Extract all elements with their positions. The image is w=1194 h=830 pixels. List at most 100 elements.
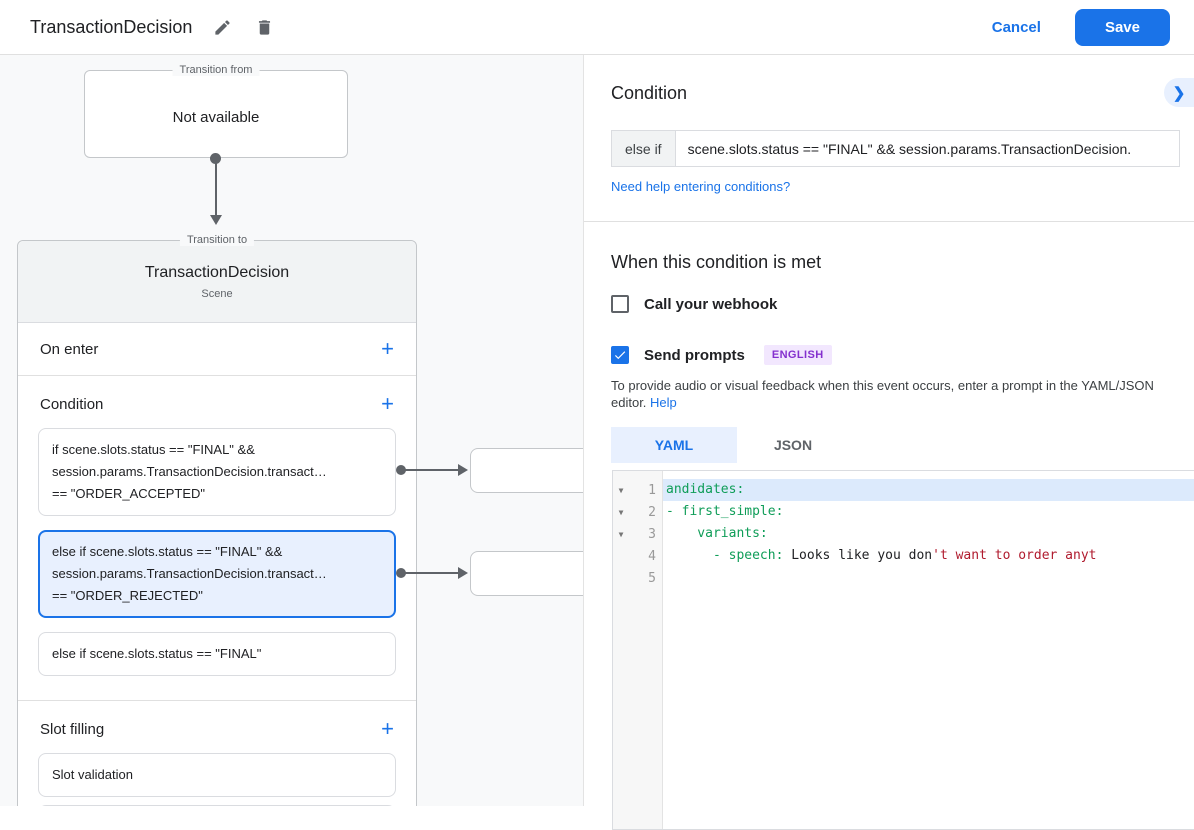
code-token: 't want to order anyt [932, 548, 1097, 563]
code-line[interactable] [663, 567, 1194, 589]
code-line[interactable]: variants: [663, 523, 1194, 545]
fold-arrow-icon[interactable]: ▼ [618, 529, 624, 539]
code-token: - first_simple: [666, 504, 784, 519]
page-title: TransactionDecision [30, 16, 193, 37]
code-token: andidates: [666, 482, 745, 497]
tab-yaml[interactable]: YAML [611, 427, 737, 463]
code-line[interactable]: - speech: Looks like you don't want to o… [663, 545, 1194, 567]
condition-card[interactable]: else if scene.slots.status == "FINAL" [38, 632, 396, 676]
feedback-help-link[interactable]: Help [650, 395, 677, 410]
transition-from-legend: Transition from [172, 64, 260, 76]
condition1-connector-arrowhead [458, 464, 468, 476]
webhook-row: Call your webhook [611, 295, 777, 313]
chevron-right-icon: ❯ [1172, 84, 1186, 102]
condition1-connector-line [404, 469, 461, 471]
editor-tabs: YAML JSON [611, 427, 849, 463]
save-button[interactable]: Save [1074, 8, 1170, 46]
transition-from-value: Not available [172, 109, 260, 126]
line-number: 3 [648, 526, 656, 542]
slot-filling-section: Slot filling + Slot validation [18, 701, 416, 806]
condition-line: if scene.slots.status == "FINAL" && [52, 442, 255, 457]
transition-from-box[interactable]: Transition from Not available [84, 64, 348, 158]
webhook-checkbox[interactable] [611, 295, 629, 313]
condition-detail-panel: Condition ❯ else if Need help entering c… [583, 55, 1194, 830]
top-bar: TransactionDecision Cancel Save [0, 0, 1194, 55]
condition-section-header: Condition + [18, 376, 416, 428]
on-enter-row[interactable]: On enter + [18, 323, 416, 376]
slot-filling-header: Slot filling + [18, 701, 416, 753]
condition-line: else if scene.slots.status == "FINAL" && [52, 544, 283, 559]
condition-section: Condition + if scene.slots.status == "FI… [18, 376, 416, 701]
condition-card[interactable]: else if scene.slots.status == "FINAL" &&… [38, 530, 396, 618]
line-number: 1 [648, 482, 656, 498]
scene-canvas: Transition from Not available Transition… [0, 55, 583, 806]
language-badge: ENGLISH [763, 345, 832, 365]
flow-connector-arrowhead [209, 215, 222, 225]
code-token: Looks like you don [783, 548, 933, 563]
add-slot-icon[interactable]: + [381, 716, 394, 741]
gutter-line: 5 [613, 567, 662, 589]
slot-card-list: Slot validation [18, 753, 416, 797]
cancel-button[interactable]: Cancel [991, 18, 1041, 36]
condition-input-group: else if [611, 130, 1180, 167]
slot-filling-label: Slot filling [40, 720, 105, 738]
condition2-connector-arrowhead [458, 567, 468, 579]
send-prompts-row: Send prompts ENGLISH [611, 345, 832, 365]
scene-card: Transition to TransactionDecision Scene … [17, 234, 417, 806]
condition-section-label: Condition [40, 395, 104, 413]
when-condition-title: When this condition is met [611, 252, 822, 272]
code-line[interactable]: andidates: [663, 479, 1194, 501]
transition-to-legend: Transition to [179, 234, 255, 246]
gutter-line: ▼2 [613, 501, 662, 523]
scene-type: Scene [201, 287, 233, 300]
delete-icon[interactable] [252, 15, 276, 39]
add-condition-icon[interactable]: + [381, 391, 394, 416]
feedback-text: To provide audio or visual feedback when… [611, 377, 1171, 411]
feedback-text-body: To provide audio or visual feedback when… [611, 378, 1154, 410]
on-enter-label: On enter [40, 340, 99, 358]
scene-card-header[interactable]: TransactionDecision Scene [18, 241, 416, 323]
fold-arrow-icon[interactable]: ▼ [618, 507, 624, 517]
line-number: 5 [648, 570, 656, 586]
collapse-panel-button[interactable]: ❯ [1164, 78, 1194, 107]
panel-divider [584, 221, 1194, 222]
condition2-connector-dot[interactable] [396, 568, 406, 578]
code-line[interactable]: - first_simple: [663, 501, 1194, 523]
code-token: - speech: [666, 548, 784, 563]
condition2-connector-line [404, 572, 461, 574]
condition-line: == "ORDER_REJECTED" [52, 588, 203, 603]
editor-code-area[interactable]: andidates: - first_simple: variants: - sp… [663, 471, 1194, 829]
edit-icon[interactable] [210, 15, 234, 39]
gutter-line: ▼3 [613, 523, 662, 545]
condition2-target-box[interactable] [470, 551, 583, 596]
add-on-enter-icon[interactable]: + [381, 336, 394, 361]
fold-arrow-icon[interactable]: ▼ [618, 485, 624, 495]
gutter-line: ▼1 [613, 479, 662, 501]
flow-connector-line [215, 158, 217, 216]
send-prompts-checkbox[interactable] [611, 346, 629, 364]
condition1-target-box[interactable] [470, 448, 583, 493]
condition-prefix-label: else if [611, 130, 675, 167]
condition-expression-input[interactable] [674, 130, 1180, 167]
panel-title: Condition [611, 83, 688, 103]
condition-card-list: if scene.slots.status == "FINAL" && sessi… [18, 428, 416, 676]
gutter-line: 4 [613, 545, 662, 567]
condition-line: session.params.TransactionDecision.trans… [52, 464, 327, 479]
tab-json[interactable]: JSON [773, 437, 813, 453]
scene-name: TransactionDecision [144, 263, 290, 281]
condition1-connector-dot[interactable] [396, 465, 406, 475]
slot-card[interactable]: Slot validation [38, 753, 396, 797]
code-token: variants: [666, 526, 768, 541]
checkmark-icon [614, 351, 626, 360]
condition-line: == "ORDER_ACCEPTED" [52, 486, 205, 501]
condition-line: else if scene.slots.status == "FINAL" [52, 646, 262, 661]
condition-line: session.params.TransactionDecision.trans… [52, 566, 327, 581]
condition-help-link[interactable]: Need help entering conditions? [611, 179, 791, 194]
webhook-label: Call your webhook [644, 295, 778, 313]
line-number: 4 [648, 548, 656, 564]
send-prompts-label: Send prompts [644, 346, 745, 364]
condition-card[interactable]: if scene.slots.status == "FINAL" && sessi… [38, 428, 396, 516]
line-number: 2 [648, 504, 656, 520]
